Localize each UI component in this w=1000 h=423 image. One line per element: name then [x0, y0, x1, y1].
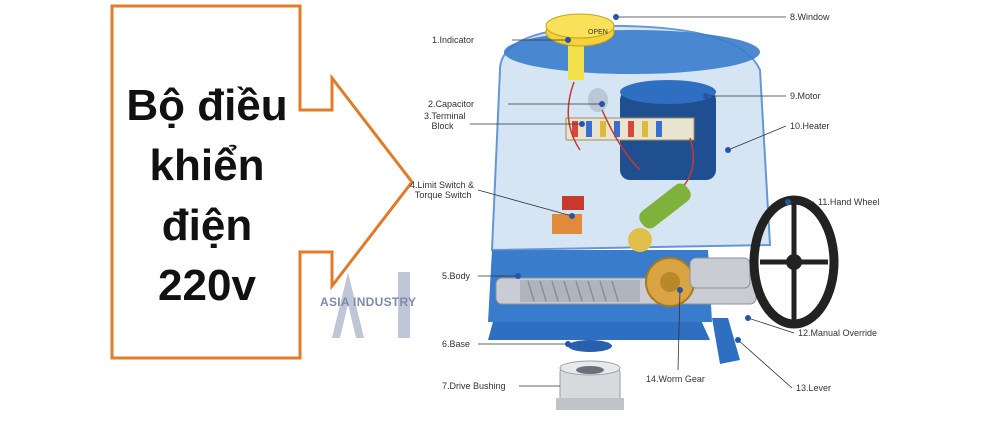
leader-lines [470, 16, 814, 389]
label-capacitor: 2.Capacitor [428, 99, 475, 109]
label-lever: 13.Lever [796, 383, 832, 393]
gear-shaft [639, 183, 691, 229]
label-indicator: 1.Indicator [432, 35, 475, 45]
callout-arrow [110, 4, 414, 360]
label-base: 6.Base [442, 339, 471, 349]
label-window: 8.Window [790, 12, 830, 22]
leader-dots [515, 14, 791, 347]
label-worm-gear: 14.Worm Gear [646, 374, 705, 384]
headline-line-2: khiển [149, 141, 265, 190]
label-heater: 10.Heater [790, 121, 830, 131]
label-limit-switch: 4.Limit Switch & Torque Switch [410, 180, 475, 200]
label-drive-bushing: 7.Drive Bushing [442, 381, 506, 391]
limit-switch [552, 214, 582, 234]
label-terminal-block: 3.Terminal Block [424, 111, 466, 131]
headline: Bộ điều khiển điện 220v [112, 76, 302, 316]
headline-line-1: Bộ điều [126, 81, 288, 130]
label-manual-override: 12.Manual Override [798, 328, 878, 338]
headline-line-3: điện [161, 201, 253, 250]
actuator-illustration: OPEN [488, 13, 839, 410]
label-motor: 9.Motor [790, 91, 821, 101]
base-plate [488, 318, 710, 340]
headline-line-4: 220v [158, 261, 256, 310]
indicator-dial-text: OPEN [588, 29, 608, 36]
label-body: 5.Body [442, 271, 471, 281]
lever [712, 318, 740, 364]
label-hand-wheel: 11.Hand Wheel [818, 197, 880, 207]
hand-wheel [749, 195, 839, 329]
asia-industry-logo [332, 272, 410, 338]
watermark-text: ASIA INDUSTRY [320, 295, 417, 309]
